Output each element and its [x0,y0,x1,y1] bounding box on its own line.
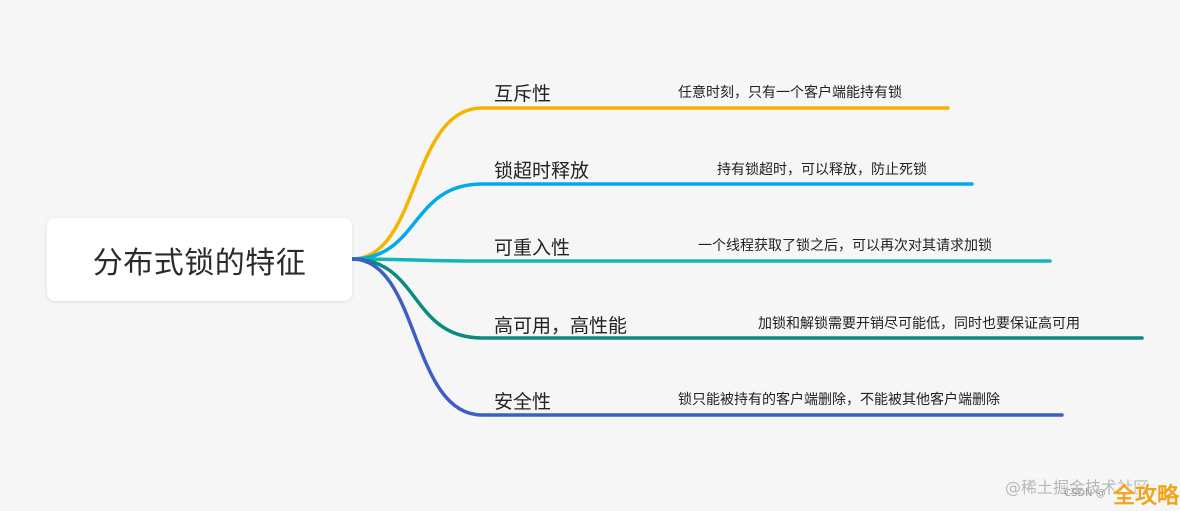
edge-branch-4 [350,257,1064,417]
root-label: 分布式锁的特征 [92,245,307,281]
desc-label-lock-timeout[interactable]: 持有锁超时，可以释放，防止死锁 [717,162,927,178]
desc-label-security[interactable]: 锁只能被持有的客户端删除，不能被其他客户端删除 [678,392,1000,408]
branch-label-mutual-exclusion[interactable]: 互斥性 [494,83,552,105]
branch-label-lock-timeout[interactable]: 锁超时释放 [494,160,590,182]
branch-label-security[interactable]: 安全性 [494,391,552,413]
corner-logo: 全攻略 [1113,484,1180,509]
branch-label-reentrant[interactable]: 可重入性 [494,237,571,259]
root-node[interactable]: 分布式锁的特征 [47,218,352,301]
edge-branch-2 [350,257,1052,263]
watermark-sub: CSDN @ [1064,488,1106,499]
edge-branch-1 [350,182,974,261]
desc-label-mutual-exclusion[interactable]: 任意时刻，只有一个客户端能持有锁 [678,85,902,101]
desc-label-high-availability[interactable]: 加锁和解锁需要开销尽可能低，同时也要保证高可用 [758,316,1080,332]
desc-label-reentrant[interactable]: 一个线程获取了锁之后，可以再次对其请求加锁 [698,238,992,254]
branch-label-high-availability[interactable]: 高可用，高性能 [494,315,628,337]
watermark-text: @稀土掘金技术社区 [1005,478,1150,497]
edge-branch-0 [350,106,950,261]
edge-branch-3 [350,257,1144,340]
